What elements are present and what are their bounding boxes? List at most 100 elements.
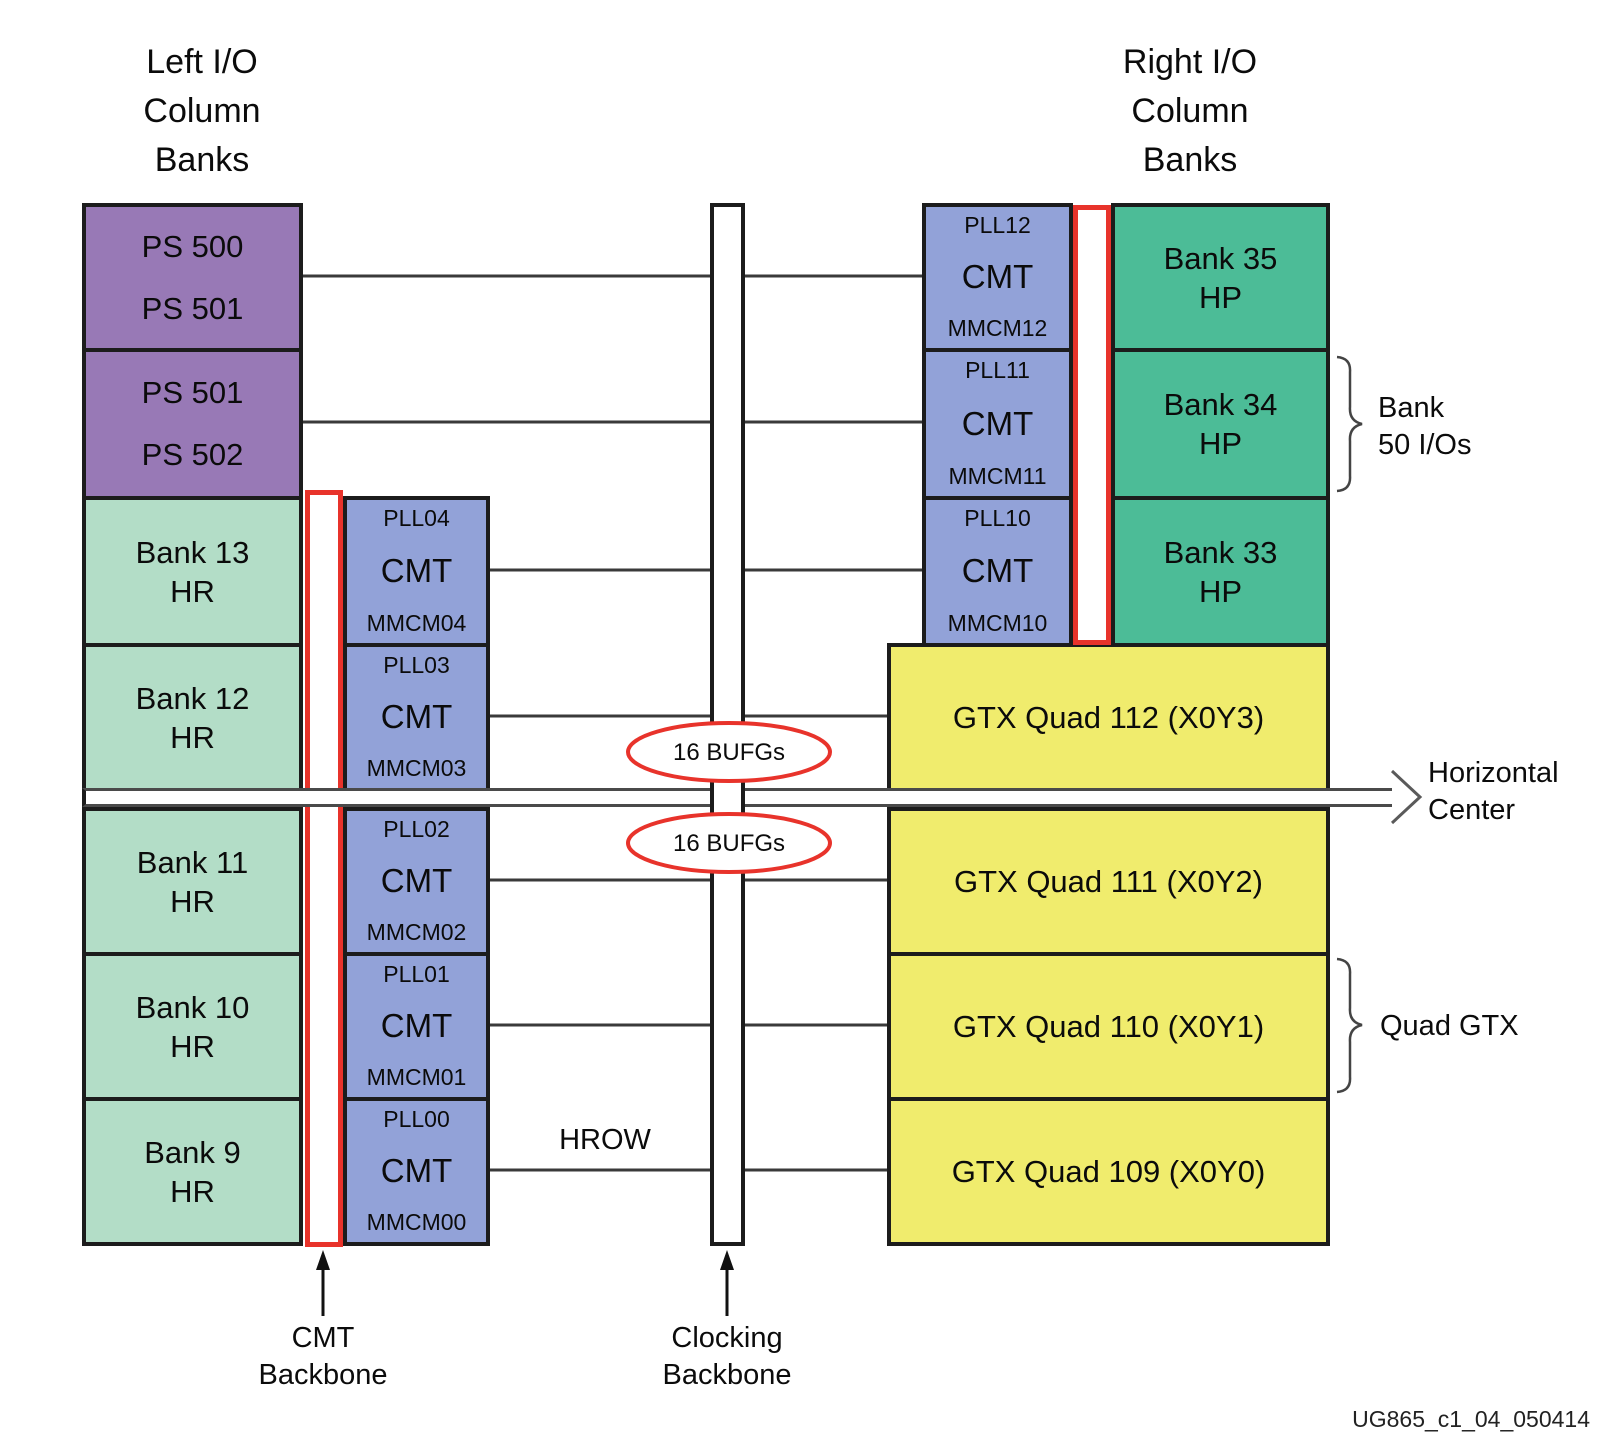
horizontal-center-line1: Horizontal xyxy=(1428,757,1559,789)
block-ps500-ps501: PS 500 PS 501 xyxy=(82,203,303,352)
quad-gtx-label: Quad GTX xyxy=(1380,1010,1519,1042)
horizontal-center-line2: Center xyxy=(1428,794,1516,826)
block-label: PS 501 xyxy=(141,290,244,326)
gtx-quad-label: GTX Quad 109 (X0Y0) xyxy=(951,1153,1266,1189)
mmcm-label: MMCM10 xyxy=(947,610,1048,636)
cmt-backbone-line1: CMT xyxy=(291,1322,355,1354)
block-cmt01: PLL01 CMT MMCM01 xyxy=(343,952,490,1101)
cmt-label: CMT xyxy=(380,1007,453,1044)
block-cmt11: PLL11 CMT MMCM11 xyxy=(922,348,1073,500)
cmt-label: CMT xyxy=(380,1152,453,1189)
mmcm-label: MMCM11 xyxy=(948,463,1047,489)
mmcm-label: MMCM00 xyxy=(366,1209,467,1235)
block-label: Bank 13 xyxy=(135,534,250,570)
block-label: Bank 10 xyxy=(135,989,250,1025)
cmt-backbone-line2: Backbone xyxy=(258,1359,388,1391)
block-label: HR xyxy=(170,883,215,919)
mmcm-label: MMCM03 xyxy=(366,755,467,781)
figure-reference-id: UG865_c1_04_050414 xyxy=(1352,1406,1590,1432)
cmt-label: CMT xyxy=(380,552,453,589)
block-label: HR xyxy=(170,1028,215,1064)
cmt-label: CMT xyxy=(380,698,453,735)
block-cmt12: PLL12 CMT MMCM12 xyxy=(922,203,1073,352)
pll-label: PLL12 xyxy=(964,212,1031,238)
block-cmt00: PLL00 CMT MMCM00 xyxy=(343,1097,490,1246)
block-bank9-hr: Bank 9 HR xyxy=(82,1097,303,1246)
block-label: HR xyxy=(170,1173,215,1209)
right-header-line3: Banks xyxy=(1142,141,1238,179)
pll-label: PLL04 xyxy=(383,505,450,531)
block-gtx-quad-112: GTX Quad 112 (X0Y3) xyxy=(887,643,1330,792)
block-label: HP xyxy=(1198,426,1243,461)
block-gtx-quad-109: GTX Quad 109 (X0Y0) xyxy=(887,1097,1330,1246)
block-gtx-quad-110: GTX Quad 110 (X0Y1) xyxy=(887,952,1330,1101)
block-label: Bank 34 xyxy=(1163,387,1278,422)
block-bank12-hr: Bank 12 HR xyxy=(82,643,303,792)
block-bank35-hp: Bank 35 HP xyxy=(1111,203,1330,352)
clocking-backbone-line2: Backbone xyxy=(662,1359,792,1391)
bufg-count-label: 16 BUFGs xyxy=(672,739,786,766)
block-label: HP xyxy=(1198,573,1243,609)
left-header-line2: Column xyxy=(143,92,261,130)
cmt-label: CMT xyxy=(961,552,1034,589)
gtx-quad-label: GTX Quad 110 (X0Y1) xyxy=(952,1008,1265,1044)
block-label: Bank 33 xyxy=(1163,534,1278,570)
block-label: HR xyxy=(170,719,215,755)
block-label: Bank 11 xyxy=(136,844,249,880)
pll-label: PLL11 xyxy=(965,357,1030,383)
cmt-backbone-up-arrow-icon xyxy=(316,1250,330,1270)
bank-50-ios-label: Bank 50 I/Os xyxy=(1378,390,1472,464)
block-label: Bank 9 xyxy=(144,1134,241,1170)
block-bank34-hp: Bank 34 HP xyxy=(1111,348,1330,500)
left-column-header: Left I/O Column Banks xyxy=(62,38,342,185)
clocking-backbone-bar xyxy=(710,203,745,1246)
horizontal-center-label: Horizontal Center xyxy=(1428,755,1559,829)
block-label: Bank 12 xyxy=(135,680,250,716)
cmt-backbone-channel-left xyxy=(305,490,343,1247)
bank-50-ios-line2: 50 I/Os xyxy=(1378,429,1472,461)
block-bank10-hr: Bank 10 HR xyxy=(82,952,303,1101)
block-label: PS 500 xyxy=(141,228,244,264)
block-cmt10: PLL10 CMT MMCM10 xyxy=(922,496,1073,647)
mmcm-label: MMCM01 xyxy=(366,1064,467,1090)
left-header-line1: Left I/O xyxy=(146,43,258,81)
block-cmt02: PLL02 CMT MMCM02 xyxy=(343,807,490,956)
bufg-count-label: 16 BUFGs xyxy=(672,830,786,857)
cmt-backbone-channel-right xyxy=(1073,205,1111,645)
block-label: HR xyxy=(170,573,215,609)
bank-50-ios-line1: Bank xyxy=(1378,392,1445,424)
block-label: PS 502 xyxy=(141,437,244,472)
right-header-line1: Right I/O xyxy=(1122,43,1258,81)
block-bank13-hr: Bank 13 HR xyxy=(82,496,303,647)
mmcm-label: MMCM04 xyxy=(366,610,467,636)
clocking-backbone-label: Clocking Backbone xyxy=(602,1320,852,1394)
hrow-label: HROW xyxy=(559,1124,651,1156)
right-column-header: Right I/O Column Banks xyxy=(1050,38,1330,185)
mmcm-label: MMCM12 xyxy=(947,315,1048,341)
gtx-quad-label: GTX Quad 111 (X0Y2) xyxy=(953,863,1263,899)
cmt-backbone-label: CMT Backbone xyxy=(198,1320,448,1394)
pll-label: PLL00 xyxy=(383,1106,450,1132)
block-gtx-quad-111: GTX Quad 111 (X0Y2) xyxy=(887,807,1330,956)
horizontal-center-arrowhead-icon xyxy=(1390,769,1423,825)
clocking-backbone-up-arrow-icon xyxy=(720,1250,734,1270)
quad-gtx-brace-icon xyxy=(1336,957,1363,1094)
block-label: Bank 35 xyxy=(1163,240,1278,276)
cmt-label: CMT xyxy=(380,862,453,899)
block-label: PS 501 xyxy=(141,375,244,410)
block-ps501-ps502: PS 501 PS 502 xyxy=(82,348,303,500)
cmt-label: CMT xyxy=(961,404,1034,442)
cmt-label: CMT xyxy=(961,258,1034,295)
left-header-line3: Banks xyxy=(154,141,250,179)
pll-label: PLL02 xyxy=(383,816,450,842)
block-label: HP xyxy=(1198,279,1243,315)
block-cmt03: PLL03 CMT MMCM03 xyxy=(343,643,490,792)
bank-50-ios-brace-icon xyxy=(1336,355,1363,493)
mmcm-label: MMCM02 xyxy=(366,919,467,945)
right-header-line2: Column xyxy=(1131,92,1249,130)
block-cmt04: PLL04 CMT MMCM04 xyxy=(343,496,490,647)
block-bank33-hp: Bank 33 HP xyxy=(1111,496,1330,647)
pll-label: PLL10 xyxy=(964,505,1031,531)
pll-label: PLL01 xyxy=(383,961,450,987)
